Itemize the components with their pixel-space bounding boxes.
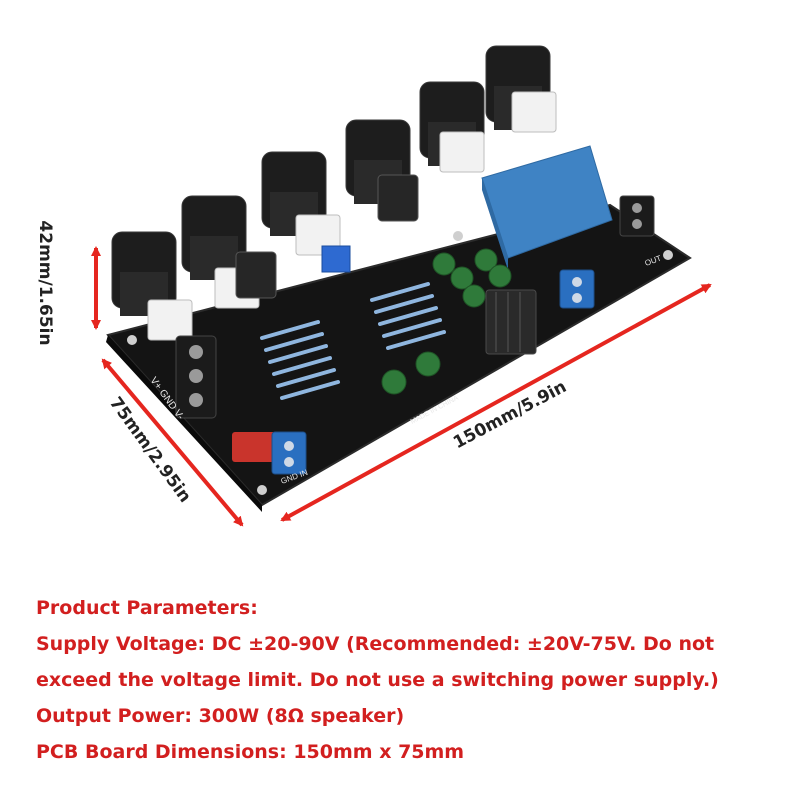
product-photo: V+ GND V- GND IN OUT MADE IN CHINA — [91, 45, 712, 527]
speaker-terminal — [559, 269, 595, 309]
mounting-hole — [453, 231, 463, 241]
parameter-line: Supply Voltage: DC ±20-90V (Recommended:… — [36, 633, 715, 655]
parameter-line: exceed the voltage limit. Do not use a s… — [36, 669, 719, 691]
mounting-hole — [663, 250, 673, 260]
relay — [481, 145, 613, 270]
resistor-array — [260, 282, 446, 400]
trimmer-potentiometer — [321, 245, 351, 273]
power-transistors — [111, 45, 551, 316]
mounting-hole — [127, 335, 137, 345]
pcb-edge — [106, 335, 262, 512]
input-terminal — [271, 431, 307, 475]
product-parameters: Product Parameters: Supply Voltage: DC ±… — [36, 590, 776, 770]
output-terminal — [619, 195, 655, 237]
width-arrow — [280, 283, 712, 522]
parameters-heading: Product Parameters: — [36, 597, 258, 619]
mounting-hole — [257, 485, 267, 495]
depth-arrow — [101, 358, 244, 527]
height-dimension-label: 42mm/1.65in — [35, 220, 55, 346]
parameter-line: Output Power: 300W (8Ω speaker) — [36, 705, 405, 727]
heatsink — [485, 289, 537, 355]
power-terminal — [175, 335, 217, 419]
capacitors — [381, 248, 512, 395]
driver-transistors — [235, 174, 419, 299]
parameter-line: PCB Board Dimensions: 150mm x 75mm — [36, 741, 465, 763]
